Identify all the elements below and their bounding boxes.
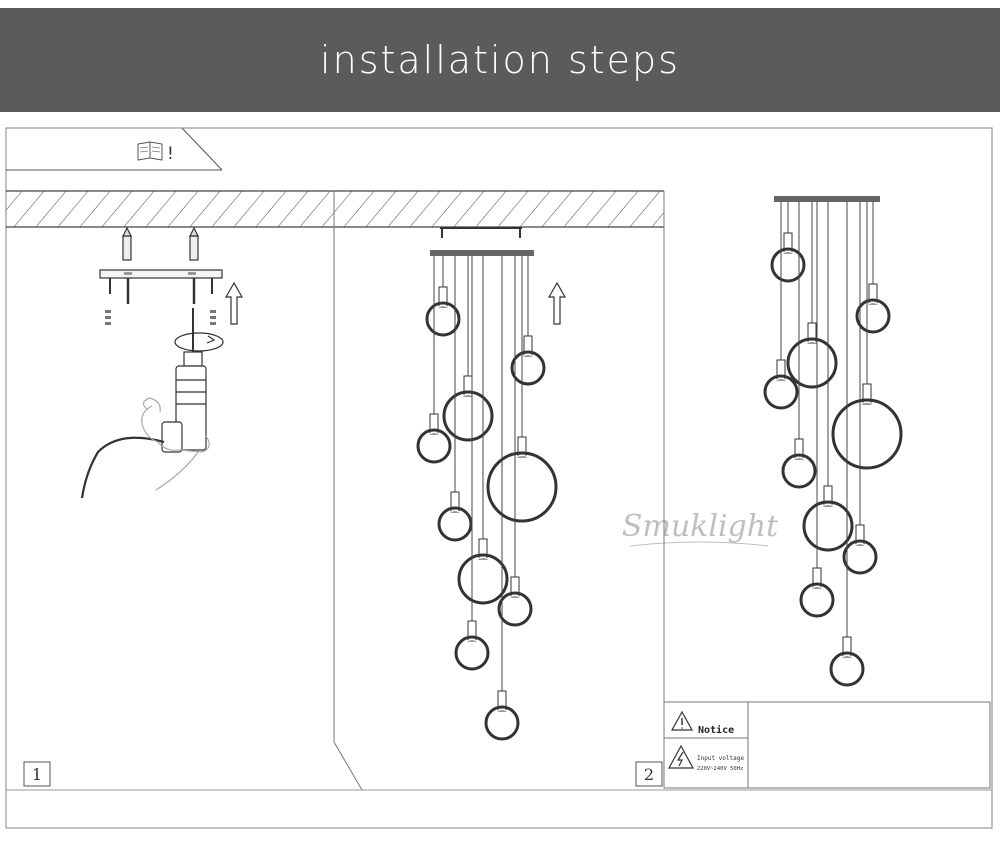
notice-title: Notice (698, 724, 734, 736)
brand-watermark: Smuklight (622, 509, 779, 547)
chandelier-canopy-3 (774, 196, 880, 202)
open-book-icon (137, 141, 163, 161)
ring-pendant (442, 256, 494, 442)
ring-pendant (454, 256, 490, 671)
ceiling (6, 190, 664, 228)
ring-pendant (510, 256, 546, 386)
ring-pendant (855, 202, 891, 334)
mounting-plate-top (440, 227, 522, 238)
step-1-box (23, 761, 51, 787)
ring-pendant (799, 202, 835, 618)
header-mark: ! (167, 144, 174, 164)
ring-pendant (829, 202, 865, 687)
title-banner: installation steps (0, 8, 1000, 112)
ring-pendant (831, 202, 903, 470)
notice-voltage-label: Input voltage (697, 755, 744, 762)
ring-pendant (497, 256, 533, 627)
ring-pendant (437, 256, 473, 542)
step-2-box (635, 761, 663, 787)
drill-icon (80, 308, 224, 499)
ring-pendant (786, 202, 838, 389)
notice-box: Notice Input voltage 220V~240V 50Hz (663, 701, 991, 789)
ring-pendant (416, 256, 452, 464)
ring-pendant (484, 256, 520, 741)
banner-title: installation steps (320, 38, 680, 82)
pendant-lights-installed (763, 202, 903, 687)
ring-pendant (802, 202, 854, 552)
ring-pendant (763, 202, 799, 410)
warning-triangle-icon (670, 710, 694, 731)
ring-pendant (425, 256, 461, 337)
pendant-lights-step-2 (416, 256, 558, 741)
ring-pendant (781, 202, 817, 489)
watermark-text: Smuklight (622, 509, 779, 544)
ring-pendant (457, 256, 509, 605)
step-1-number: 1 (32, 765, 42, 784)
outer-frame (5, 127, 993, 829)
up-arrow-icon (547, 281, 567, 325)
manual-header: ! (6, 127, 223, 171)
ring-pendant (486, 256, 558, 523)
installation-diagram: ! 1 2 (5, 127, 993, 829)
lightning-warning-icon (667, 744, 695, 769)
notice-voltage-value: 220V~240V 50Hz (697, 766, 743, 772)
up-arrow-icon (224, 281, 244, 325)
step-2-number: 2 (644, 765, 654, 784)
chandelier-canopy-2 (430, 250, 534, 256)
mounting-bracket (99, 226, 223, 325)
ring-pendant (770, 202, 806, 283)
